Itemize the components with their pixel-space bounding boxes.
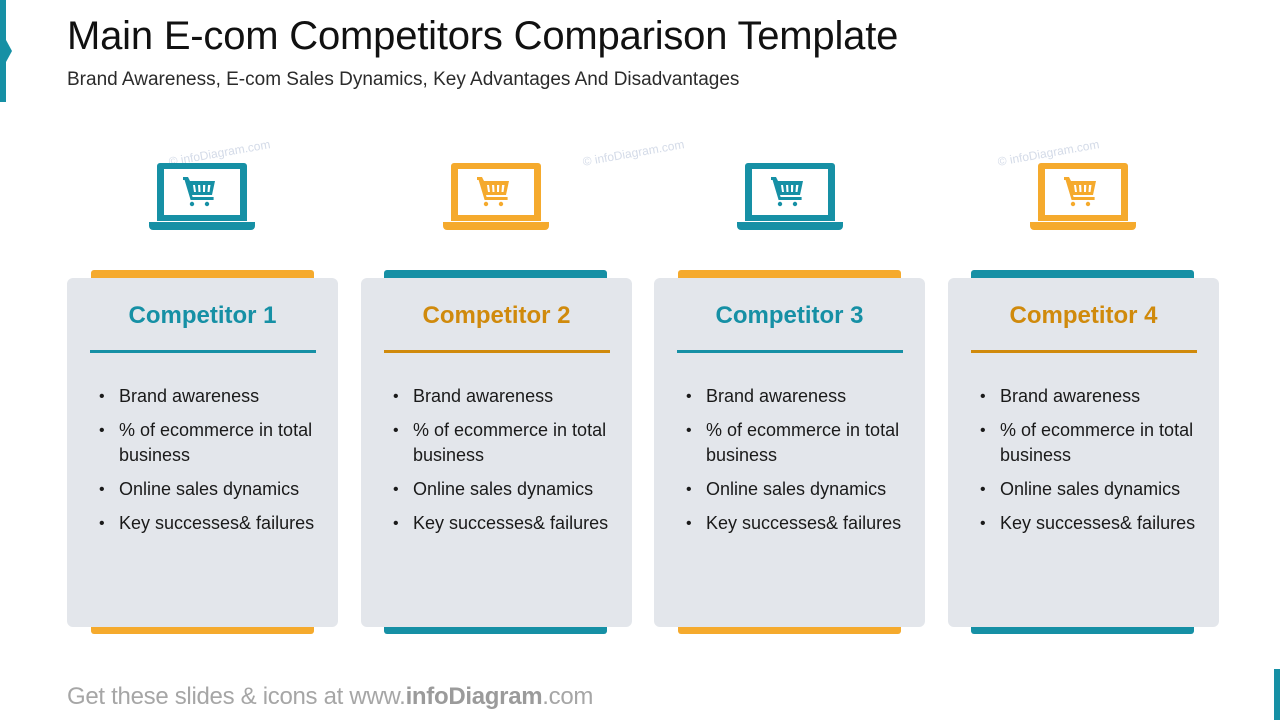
- competitor-card-3: Competitor 3 Brand awareness % of ecomme…: [654, 278, 925, 627]
- footer-suffix: .com: [542, 683, 594, 710]
- laptop-shopping-cart-icon: [1030, 161, 1136, 231]
- title-divider: [971, 350, 1197, 353]
- list-item: Online sales dynamics: [686, 477, 906, 502]
- list-item: Online sales dynamics: [980, 477, 1200, 502]
- competitor-title: Competitor 4: [1009, 302, 1158, 329]
- list-item: % of ecommerce in total business: [393, 418, 613, 468]
- laptop-shopping-cart-icon: [443, 161, 549, 231]
- competitor-title: Competitor 3: [715, 302, 864, 329]
- title-divider: [90, 350, 316, 353]
- competitor-title: Competitor 2: [422, 302, 571, 329]
- list-item: Brand awareness: [99, 384, 319, 409]
- list-item: Key successes& failures: [99, 511, 319, 536]
- list-item: % of ecommerce in total business: [99, 418, 319, 468]
- list-item: Key successes& failures: [393, 511, 613, 536]
- corner-accent-bar: [1274, 669, 1280, 720]
- list-item: Brand awareness: [686, 384, 906, 409]
- criteria-list: Brand awareness % of ecommerce in total …: [99, 384, 319, 545]
- competitor-card-1: Competitor 1 Brand awareness % of ecomme…: [67, 278, 338, 627]
- laptop-shopping-cart-icon: [149, 161, 255, 231]
- list-item: % of ecommerce in total business: [980, 418, 1200, 468]
- criteria-list: Brand awareness % of ecommerce in total …: [393, 384, 613, 545]
- footer-prefix: Get these slides & icons at www.: [67, 683, 406, 710]
- laptop-shopping-cart-icon: [737, 161, 843, 231]
- list-item: % of ecommerce in total business: [686, 418, 906, 468]
- watermark: © infoDiagram.com: [581, 137, 686, 169]
- list-item: Online sales dynamics: [99, 477, 319, 502]
- competitor-card-4: Competitor 4 Brand awareness % of ecomme…: [948, 278, 1219, 627]
- left-accent-marker: [0, 0, 12, 102]
- list-item: Online sales dynamics: [393, 477, 613, 502]
- list-item: Brand awareness: [980, 384, 1200, 409]
- list-item: Key successes& failures: [686, 511, 906, 536]
- list-item: Brand awareness: [393, 384, 613, 409]
- criteria-list: Brand awareness % of ecommerce in total …: [686, 384, 906, 545]
- footer-brand: infoDiagram: [405, 683, 543, 710]
- page-subtitle: Brand Awareness, E-com Sales Dynamics, K…: [67, 69, 740, 90]
- criteria-list: Brand awareness % of ecommerce in total …: [980, 384, 1200, 545]
- competitor-card-2: Competitor 2 Brand awareness % of ecomme…: [361, 278, 632, 627]
- title-divider: [677, 350, 903, 353]
- page-title: Main E-com Competitors Comparison Templa…: [67, 14, 899, 58]
- list-item: Key successes& failures: [980, 511, 1200, 536]
- footer-credit: Get these slides & icons at www.infoDiag…: [67, 683, 593, 711]
- competitor-title: Competitor 1: [128, 302, 277, 329]
- title-divider: [384, 350, 610, 353]
